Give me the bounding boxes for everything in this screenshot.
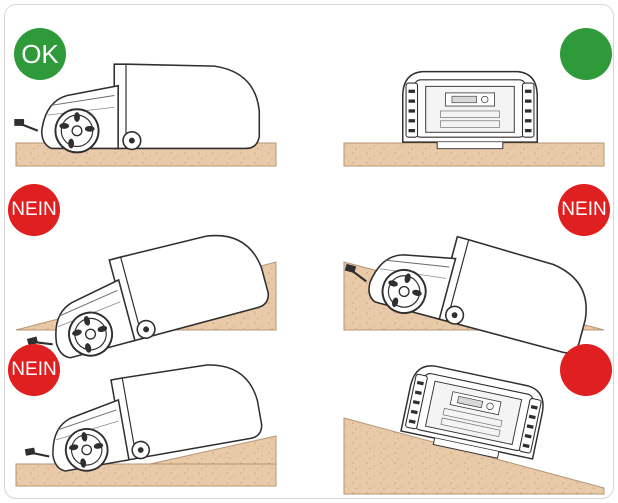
nein-badge [560,344,612,396]
panel-side-step [14,354,277,487]
nein-badge: NEIN [8,344,60,396]
ok-badge: OK [14,28,66,80]
badge-label: NEIN [561,199,607,220]
panel-side-level [13,63,277,167]
badge-label: NEIN [11,199,57,220]
badge-label: OK [21,38,59,69]
badge-label: NEIN [11,359,57,380]
ground-side-slope [343,417,605,495]
ok-badge [560,28,612,80]
ground-bump [149,435,277,465]
mower-side-view [11,221,274,373]
ground-level [343,142,605,167]
nein-badge: NEIN [558,184,610,236]
panel-front-tilted [343,361,605,495]
ground-level [15,463,277,487]
mower-front-view [402,70,538,150]
panel-side-uphill [11,221,277,373]
nein-badge: NEIN [8,184,60,236]
panel-side-downhill [336,209,605,361]
panel-front-level [343,70,605,167]
mower-side-view [336,209,599,361]
